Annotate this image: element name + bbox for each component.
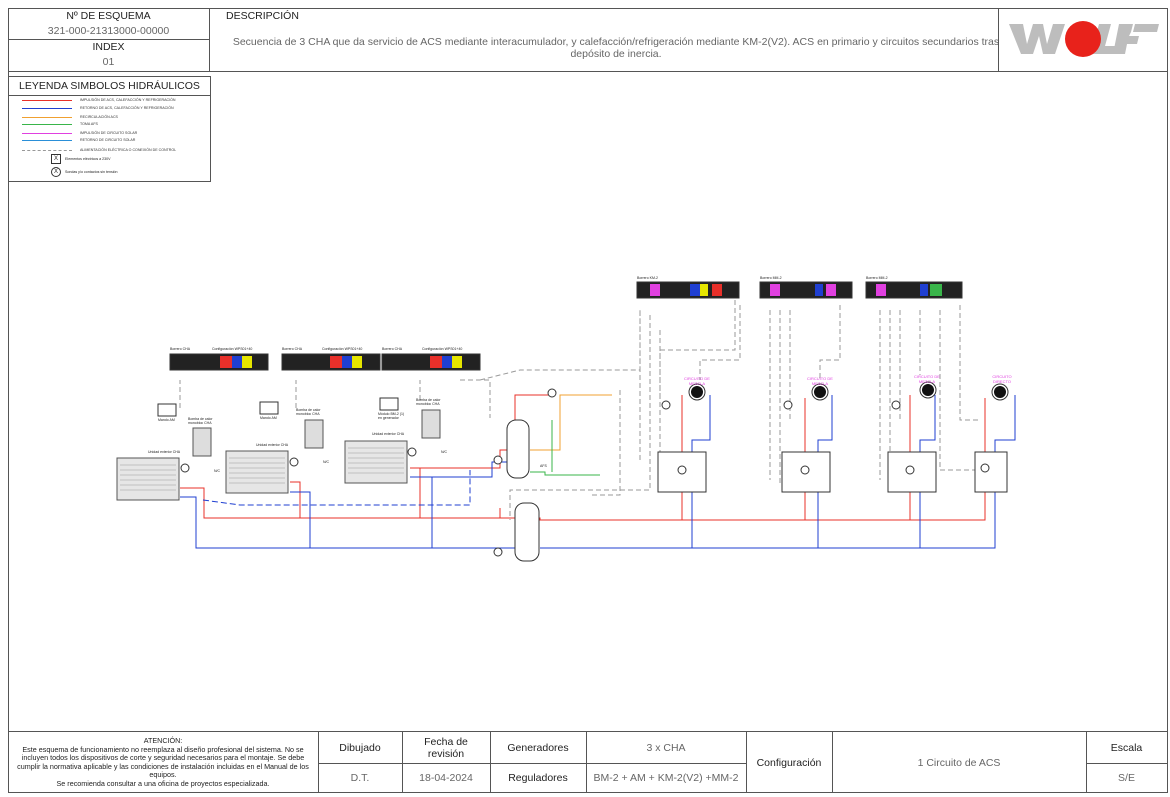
legend-line-magenta xyxy=(22,133,72,134)
wolf-logo xyxy=(1009,21,1159,57)
nc-label: N/C xyxy=(214,469,221,473)
legend-title: LEYENDA SIMBOLOS HIDRÁULICOS xyxy=(9,77,210,96)
index-value: 01 xyxy=(102,56,115,68)
configuration-label: Configuración xyxy=(756,756,822,769)
afs-label: AFS xyxy=(540,464,547,468)
legend-item-label: RETORNO DE ACS, CALEFACCIÓN Y REFRIGERAC… xyxy=(80,106,174,110)
legend-item: RECIRCULACIÓN ACS xyxy=(22,115,202,121)
circuit-label: CIRCUITO DIRECTO xyxy=(992,374,1012,384)
generators-label: Generadores xyxy=(507,741,569,754)
legend-item: IMPULSIÓN DE ACS, CALEFACCIÓN Y REFRIGER… xyxy=(22,98,202,104)
nc-label: N/C xyxy=(441,450,448,454)
outdoor-unit-label: Unidad exterior CHA xyxy=(256,443,289,447)
legend-item: RETORNO DE ACS, CALEFACCIÓN Y REFRIGERAC… xyxy=(22,106,202,112)
legend-item: IMPULSIÓN DE CIRCUITO SOLAR xyxy=(22,131,202,137)
legend-item-label: Elementos eléctricos a 230V xyxy=(65,157,111,161)
divider xyxy=(1086,763,1167,764)
drawn-value: D.T. xyxy=(350,772,370,784)
title-block-footer: ATENCIÓN: Este esquema de funcionamiento… xyxy=(8,731,1168,793)
legend-line-blue xyxy=(22,108,72,109)
outdoor-unit-label: Unidad exterior CHA xyxy=(372,432,405,436)
board-label: Configuración WPS01+40 xyxy=(322,347,363,351)
board-label: Configuración WPS01+40 xyxy=(422,347,463,351)
description-text: Secuencia de 3 CHA que da servicio de AC… xyxy=(232,36,1000,60)
configuration-value: 1 Circuito de ACS xyxy=(917,756,1001,769)
divider xyxy=(832,732,833,793)
legend-item-label: ALIMENTACIÓN ELÉCTRICA O CONEXIÓN DE CON… xyxy=(80,148,177,152)
board-label: Borrero KM-2 xyxy=(637,276,659,280)
symbol-circle-x-icon: X xyxy=(51,167,61,177)
legend-item-label: Sondas y/o contactos sin tensión xyxy=(65,170,118,174)
hydraulic-symbols-legend: LEYENDA SIMBOLOS HIDRÁULICOS IMPULSIÓN D… xyxy=(8,76,211,182)
legend-item: ALIMENTACIÓN ELÉCTRICA O CONEXIÓN DE CON… xyxy=(22,148,202,154)
circuit-label: CIRCUITO DE MEZCLA xyxy=(684,376,710,386)
board-label: Borrero CHA xyxy=(382,347,403,351)
board-label: Borrero MM-2 xyxy=(866,276,888,280)
revision-value: 18-04-2024 xyxy=(419,772,473,784)
heat-pump-label: Bomba de calor monobloc CHA xyxy=(296,408,321,416)
drawn-label: Dibujado xyxy=(339,741,381,754)
divider xyxy=(586,732,587,793)
revision-label: Fecha de revisión xyxy=(424,735,468,760)
legend-line-orange xyxy=(22,117,72,118)
attention-note: Se recomienda consultar a una oficina de… xyxy=(56,778,270,788)
circuit-label: CIRCUITO DE MEZCLA xyxy=(914,374,940,384)
nc-label: N/C xyxy=(323,460,330,464)
symbol-x-box: X xyxy=(51,154,61,164)
attention-title: ATENCIÓN: xyxy=(143,736,183,745)
scheme-number-label: Nº DE ESQUEMA xyxy=(66,10,151,22)
legend-line-green xyxy=(22,124,72,125)
module-label: Módulo BM-2 (1) en generador xyxy=(378,412,405,420)
divider xyxy=(746,732,747,793)
legend-line-red xyxy=(22,100,72,101)
legend-line-lightblue xyxy=(22,140,72,141)
remote-label: Mando AM xyxy=(158,418,175,422)
remote-label: Mando AM xyxy=(260,416,277,420)
legend-item-label: IMPULSIÓN DE ACS, CALEFACCIÓN Y REFRIGER… xyxy=(80,98,176,102)
board-label: Borrero CHA xyxy=(282,347,303,351)
board-label: Borrero CHA xyxy=(170,347,191,351)
legend-item: RETORNO DE CIRCUITO SOLAR xyxy=(22,138,202,144)
heat-pump-label: Bomba de calor monobloc CHA xyxy=(188,417,213,425)
divider xyxy=(8,39,209,40)
drawing-frame xyxy=(8,8,1168,793)
regulators-label: Reguladores xyxy=(508,772,568,784)
divider xyxy=(998,8,999,71)
circuit-label: CIRCUITO DE MEZCLA xyxy=(807,376,833,386)
title-block-header: Nº DE ESQUEMA 321-000-21313000-00000 IND… xyxy=(8,8,1168,72)
regulators-value: BM-2 + AM + KM-2(V2) +MM-2 xyxy=(593,772,739,784)
scale-label: Escala xyxy=(1110,741,1143,754)
index-label: INDEX xyxy=(92,41,125,53)
outdoor-unit-label: Unidad exterior CHA xyxy=(148,450,181,454)
legend-item-label: RECIRCULACIÓN ACS xyxy=(80,115,118,119)
generators-value: 3 x CHA xyxy=(646,741,686,754)
divider xyxy=(490,732,491,793)
description-label: DESCRIPCIÓN xyxy=(226,10,299,22)
heat-pump-label: Bomba de calor monobloc CHA xyxy=(416,398,441,406)
scale-value: S/E xyxy=(1118,772,1135,784)
divider xyxy=(209,8,210,71)
legend-item: TOMA AFS xyxy=(22,122,202,128)
divider xyxy=(1086,732,1087,793)
attention-notice: ATENCIÓN: Este esquema de funcionamiento… xyxy=(8,732,318,793)
legend-item-label: IMPULSIÓN DE CIRCUITO SOLAR xyxy=(80,131,138,135)
attention-text: Este esquema de funcionamiento no reempl… xyxy=(17,744,309,779)
legend-item-label: RETORNO DE CIRCUITO SOLAR xyxy=(80,138,136,142)
board-label: Configuración WPS01+40 xyxy=(212,347,253,351)
divider xyxy=(402,732,403,793)
legend-line-grey-dashed xyxy=(22,150,72,151)
divider xyxy=(318,732,319,793)
legend-item-label: TOMA AFS xyxy=(80,122,98,126)
board-label: Borrero MM-2 xyxy=(760,276,782,280)
scheme-number-value: 321-000-21313000-00000 xyxy=(47,25,170,37)
divider xyxy=(318,763,746,764)
